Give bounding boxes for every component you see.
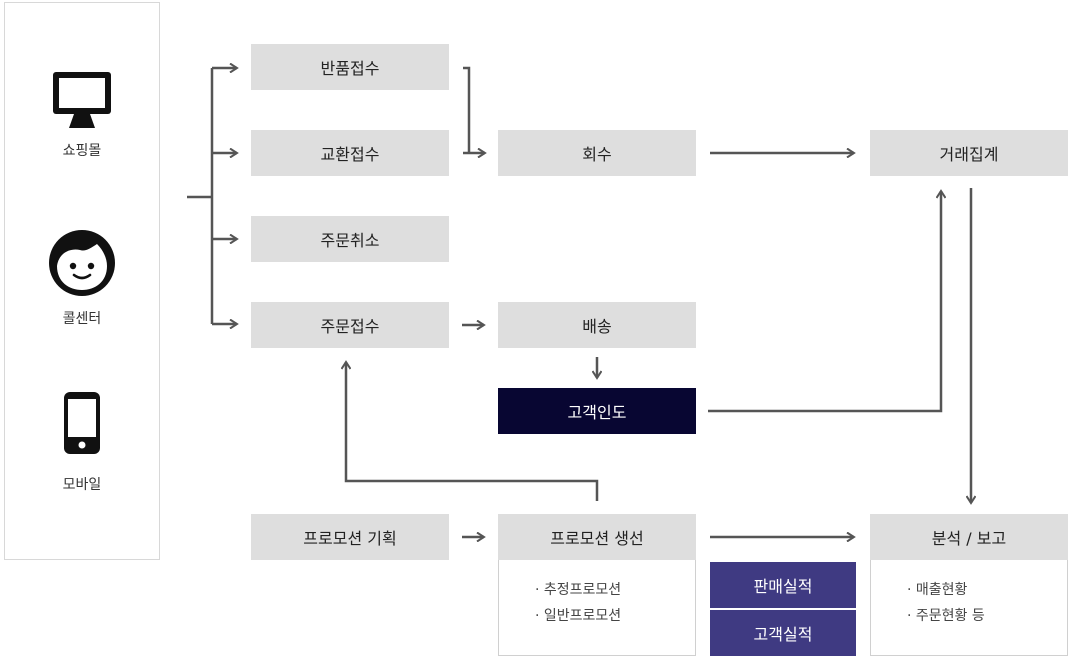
node-exchange-intake: 교환접수	[251, 130, 449, 176]
source-shopping-mall: 쇼핑몰	[4, 72, 160, 160]
node-label: 고객인도	[567, 403, 627, 422]
node-shipping: 배송	[498, 302, 696, 348]
report-item-list: 매출현황 주문현황 등	[870, 560, 1068, 656]
node-label: 회수	[582, 145, 612, 164]
list-item: 추정프로모션	[535, 577, 695, 603]
node-customer-result: 고객실적	[710, 610, 856, 656]
node-order-cancel: 주문취소	[251, 216, 449, 262]
node-label: 반품접수	[320, 59, 380, 78]
source-label: 쇼핑몰	[62, 143, 102, 159]
source-label: 콜센터	[62, 311, 102, 327]
node-label: 고객실적	[753, 625, 813, 644]
arrow-delivery-aggregate	[708, 191, 941, 413]
list-item: 주문현황 등	[907, 603, 1067, 629]
node-label: 주문취소	[320, 231, 380, 250]
arrow-promo-order	[346, 362, 599, 501]
node-label: 거래집계	[939, 145, 999, 164]
list-item: 매출현황	[907, 577, 1067, 603]
source-call-center: 콜센터	[4, 228, 160, 328]
list-item: 일반프로모션	[535, 603, 695, 629]
node-label: 프로모션 생선	[550, 529, 644, 548]
monitor-icon	[53, 72, 111, 128]
node-label: 분석 / 보고	[931, 529, 1007, 548]
node-order-intake: 주문접수	[251, 302, 449, 348]
person-face-icon	[49, 230, 115, 296]
connector-return-collect	[463, 66, 471, 153]
promotion-type-list: 추정프로모션 일반프로모션	[498, 560, 696, 656]
node-return-intake: 반품접수	[251, 44, 449, 90]
mobile-phone-icon	[64, 392, 100, 454]
node-label: 교환접수	[320, 145, 380, 164]
node-label: 프로모션 기획	[303, 529, 397, 548]
node-sales-result: 판매실적	[710, 562, 856, 608]
node-label: 배송	[582, 317, 612, 336]
node-customer-delivery: 고객인도	[498, 388, 696, 434]
node-label: 주문접수	[320, 317, 380, 336]
source-label: 모바일	[62, 477, 102, 493]
node-collect: 회수	[498, 130, 696, 176]
node-promotion-plan: 프로모션 기획	[251, 514, 449, 560]
node-promotion-create: 프로모션 생선	[498, 514, 696, 560]
node-analysis-report: 분석 / 보고	[870, 514, 1068, 560]
node-label: 판매실적	[753, 577, 813, 596]
source-mobile: 모바일	[4, 392, 160, 494]
node-transaction-aggregate: 거래집계	[870, 130, 1068, 176]
